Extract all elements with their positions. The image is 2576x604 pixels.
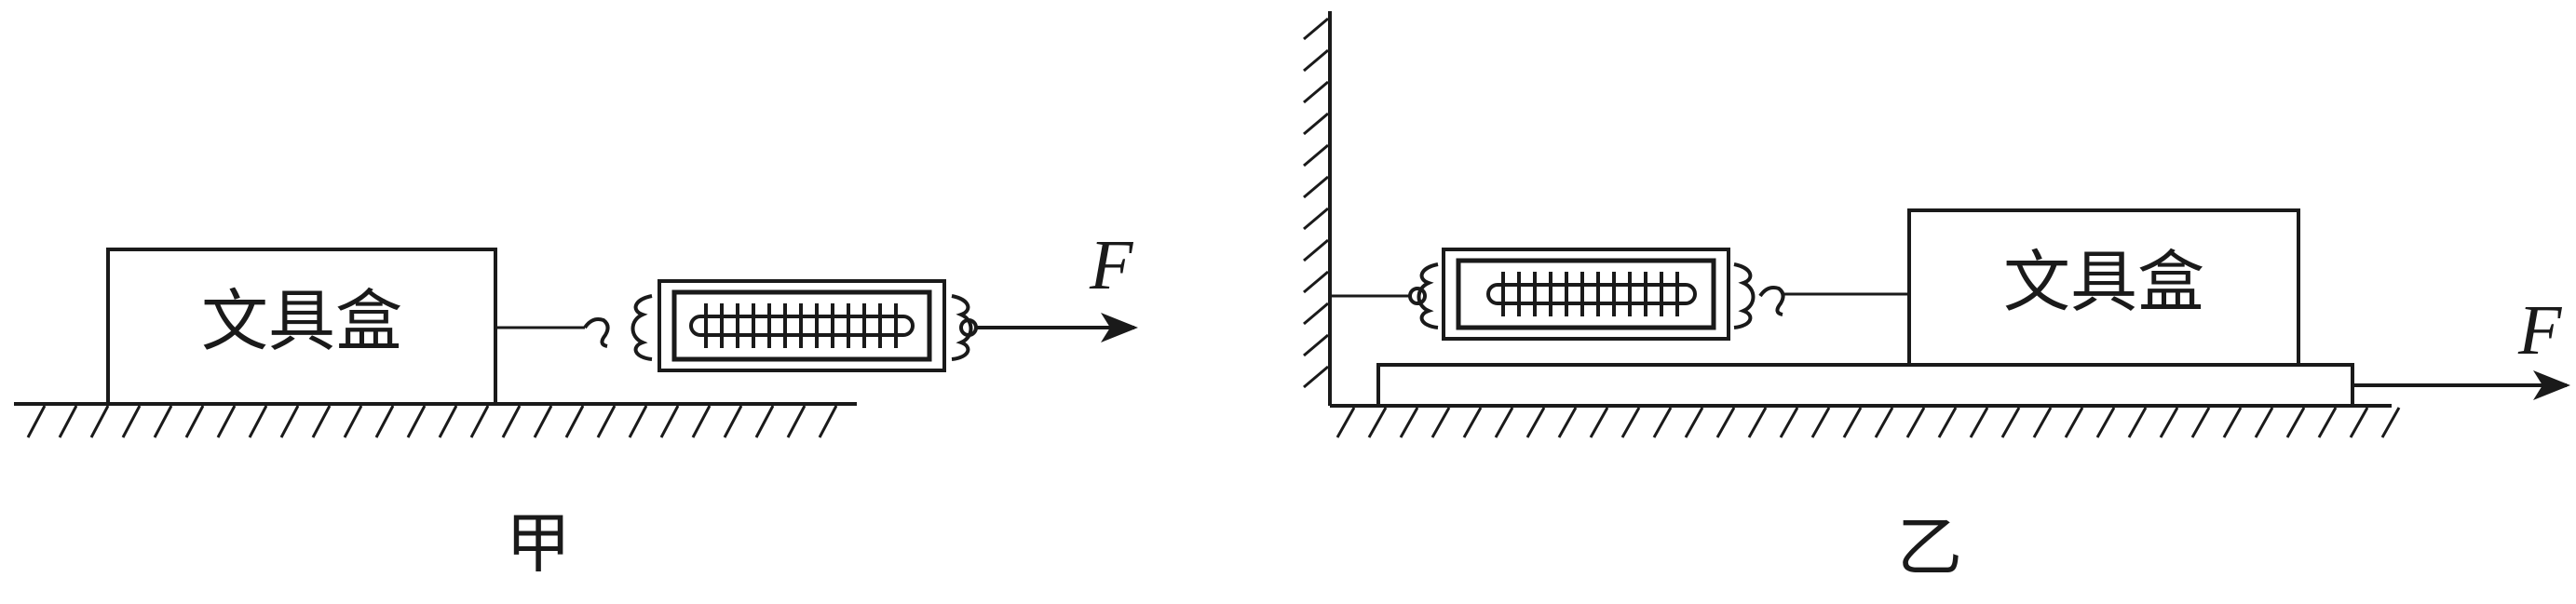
spring-scale-yi — [1408, 248, 1785, 341]
wall-hatch-line — [1303, 48, 1329, 73]
ground-hatch-line — [1652, 407, 1673, 438]
force-label-yi: F — [2517, 291, 2563, 369]
ground-hatch-line — [1874, 407, 1894, 438]
ground-hatch-line — [121, 405, 142, 438]
ground-hatch-line — [406, 405, 427, 438]
ground-hatch-line — [501, 405, 522, 438]
ground-hatch-line — [58, 405, 78, 438]
ground-hatch-line — [691, 405, 712, 438]
ground-hatch-line — [1779, 407, 1799, 438]
box-label-jia: 文具盒 — [201, 282, 402, 360]
wall-hatch-line — [1303, 143, 1329, 168]
wall-hatch-line — [1303, 333, 1329, 357]
wall-hatch-line — [1303, 270, 1329, 294]
ground-hatch-line — [1557, 407, 1578, 438]
ground-hatch-line — [628, 405, 648, 438]
ground-hatch-line — [564, 405, 585, 438]
ground-hatch-line — [2317, 407, 2338, 438]
spring-scale-jia — [583, 279, 978, 372]
ground-hatch-line — [1684, 407, 1704, 438]
ground-hatch-line — [2032, 407, 2053, 438]
ground-hatch-line — [1399, 407, 1419, 438]
ground-hatch-line — [374, 405, 395, 438]
wall-hatch-line — [1303, 365, 1329, 389]
ground-hatch-line — [248, 405, 268, 438]
ground-hatch-line — [1494, 407, 1514, 438]
caption-yi: 乙 — [1897, 509, 1962, 585]
wall-hatch-line — [1303, 175, 1329, 199]
ground-hatch-line — [596, 405, 617, 438]
caption-jia: 甲 — [506, 505, 571, 582]
ground-hatch-line — [659, 405, 680, 438]
wall-yi — [1303, 11, 1332, 406]
ground-hatch-line — [2222, 407, 2243, 438]
hook-icon — [583, 317, 610, 348]
ground-hatch-line — [754, 405, 775, 438]
ground-hatch-line — [1335, 407, 1356, 438]
stationery-box-jia: 文具盒 — [106, 248, 497, 406]
ground-hatch-line — [1367, 407, 1388, 438]
ground-hatch-line — [343, 405, 363, 438]
ground-hatch-line — [2159, 407, 2179, 438]
ground-hatch-line — [1715, 407, 1736, 438]
ground-hatch-line — [2190, 407, 2211, 438]
force-label-jia: F — [1089, 226, 1134, 304]
ground-hatch-line — [2000, 407, 2021, 438]
ground-hatch-line — [818, 405, 838, 438]
wall-hatch-line — [1303, 302, 1329, 326]
ground-yi — [1330, 404, 2401, 438]
ground-hatch-line — [89, 405, 110, 438]
figure-yi: 文具盒 F 乙 — [1303, 11, 2570, 585]
ground-hatch-line — [2095, 407, 2116, 438]
ground-hatch-line — [469, 405, 490, 438]
ground-jia — [14, 402, 857, 438]
ground-hatch-line — [1747, 407, 1768, 438]
ground-hatch-line — [2285, 407, 2306, 438]
box-label-yi: 文具盒 — [2003, 243, 2204, 321]
ground-hatch-line — [1620, 407, 1641, 438]
stationery-box-yi: 文具盒 — [1907, 208, 2300, 367]
ground-hatch-line — [1525, 407, 1546, 438]
ground-hatch-line — [723, 405, 743, 438]
wall-hatch-line — [1303, 238, 1329, 262]
wall-hatch-line — [1303, 207, 1329, 231]
ground-hatch-line — [438, 405, 458, 438]
ground-hatch-line — [2254, 407, 2274, 438]
ground-hatch-line — [311, 405, 332, 438]
ground-hatch-line — [26, 405, 47, 438]
ground-hatch-line — [2349, 407, 2369, 438]
ground-hatch-line — [279, 405, 300, 438]
ground-hatch-line — [216, 405, 237, 438]
wall-hatch-line — [1303, 17, 1329, 41]
ground-hatch-line — [1969, 407, 1989, 438]
ground-hatch-line — [2127, 407, 2148, 438]
board-yi — [1376, 363, 2354, 408]
ground-hatch-line — [1430, 407, 1451, 438]
ground-hatch-line — [1937, 407, 1958, 438]
figure-jia: 文具盒 F 甲 — [14, 226, 1138, 582]
ground-hatch-line — [2380, 407, 2401, 438]
ground-hatch-line — [1842, 407, 1863, 438]
wall-hatch-line — [1303, 112, 1329, 136]
ground-hatch-line — [153, 405, 173, 438]
ground-hatch-line — [1589, 407, 1609, 438]
ground-hatch-line — [2064, 407, 2084, 438]
ground-hatch-line — [1462, 407, 1483, 438]
ground-hatch-line — [786, 405, 807, 438]
ground-hatch-line — [533, 405, 553, 438]
ground-hatch-line — [1810, 407, 1831, 438]
ground-hatch-line — [1905, 407, 1926, 438]
hook-icon — [1758, 286, 1785, 316]
wall-hatch-line — [1303, 80, 1329, 104]
ground-hatch-line — [184, 405, 205, 438]
